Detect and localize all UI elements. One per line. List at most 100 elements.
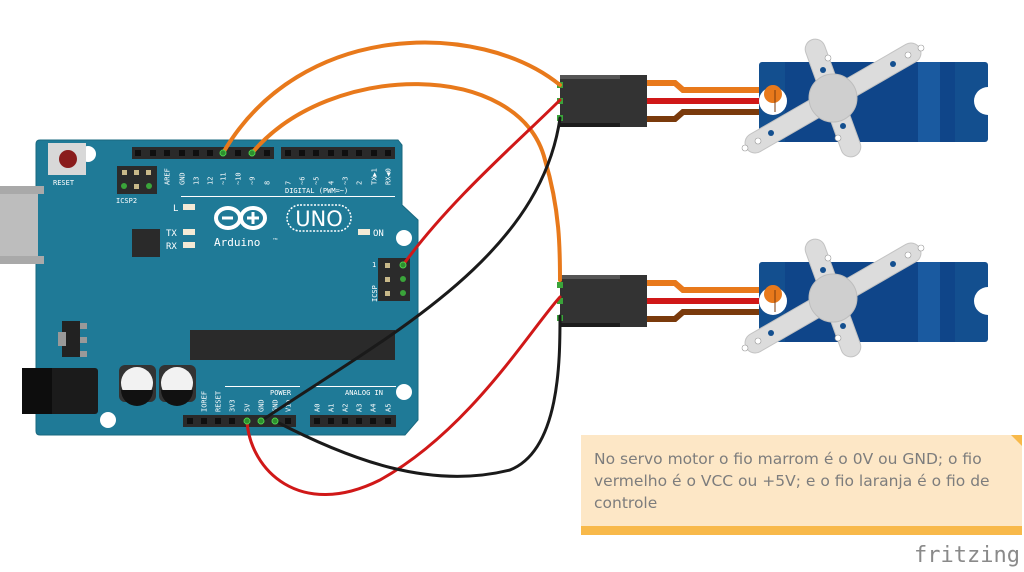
digital-pin-label: RX◀0 [385, 168, 393, 185]
header-pin[interactable] [385, 150, 391, 156]
analog-pin-label: A0 [314, 404, 322, 412]
servo-gnd-lead [647, 109, 775, 122]
header-pin[interactable] [164, 150, 170, 156]
wires [221, 40, 562, 497]
capacitor [119, 365, 156, 406]
fritzing-logo: fritzing [914, 543, 1020, 568]
header-pin[interactable] [264, 150, 270, 156]
note[interactable]: No servo motor o fio marrom é o 0V ou GN… [581, 435, 1022, 535]
arduino-uno-board[interactable]: RESET ICSP2 L TX RX ON UNO [0, 139, 419, 436]
analog-header [310, 415, 396, 427]
servo-horn[interactable] [741, 236, 925, 359]
vcc-wire-servo-2[interactable] [245, 295, 562, 497]
analog-pin-label: A3 [356, 404, 364, 412]
header-pin[interactable] [207, 150, 213, 156]
note-resize-bar[interactable] [581, 526, 1022, 535]
power-pin-label: GND [272, 399, 280, 412]
signal-wire-servo-1[interactable] [221, 40, 562, 155]
digital-pin-label: 4 [328, 181, 336, 185]
led-rx [183, 242, 195, 248]
digital-pin-label: ~11 [220, 172, 228, 185]
servo-horn[interactable] [741, 36, 925, 159]
header-pin[interactable] [135, 150, 141, 156]
analog-pin-label: A2 [342, 404, 350, 412]
digital-pin-label: 7 [285, 181, 293, 185]
mounting-hole [396, 384, 412, 400]
header-pin[interactable] [193, 150, 199, 156]
led-rx-label: RX [166, 242, 177, 252]
led-on [358, 229, 370, 235]
header-pin[interactable] [356, 418, 362, 424]
servo-motor-1[interactable] [557, 36, 1002, 159]
signal-wire-servo-2[interactable] [250, 82, 562, 282]
header-pin[interactable] [285, 150, 291, 156]
voltage-regulator [62, 321, 80, 357]
gnd-wire-servo-1[interactable] [259, 116, 562, 423]
note-text: No servo motor o fio marrom é o 0V ou GN… [594, 450, 990, 512]
header-pin[interactable] [285, 418, 291, 424]
logo-tm: TM [272, 237, 278, 241]
header-pin[interactable] [313, 150, 319, 156]
servo-signal-lead [647, 80, 775, 93]
led-tx [183, 229, 195, 235]
analog-pin-label: A1 [328, 404, 336, 412]
capacitor [159, 365, 196, 406]
digital-pin-label: ~5 [313, 177, 321, 185]
arduino-logo [214, 206, 267, 230]
reset-label: RESET [53, 179, 75, 187]
header-pin[interactable] [356, 150, 362, 156]
header-pin[interactable] [371, 150, 377, 156]
power-header [183, 415, 296, 427]
header-pin[interactable] [342, 418, 348, 424]
header-pin[interactable] [215, 418, 221, 424]
usb-connector [0, 192, 38, 256]
header-pin[interactable] [201, 418, 207, 424]
power-pin-label: 5V [244, 403, 252, 412]
power-pin-label: GND [258, 399, 266, 412]
mounting-hole [974, 87, 1002, 115]
header-pin[interactable] [187, 418, 193, 424]
servo-motor-2[interactable] [557, 236, 1002, 359]
power-pin-label: RESET [215, 390, 223, 412]
digital-pin-label: TX▶1 [371, 168, 379, 185]
vcc-wire-servo-1[interactable] [401, 98, 562, 267]
header-pin[interactable] [342, 150, 348, 156]
header-pin[interactable] [328, 150, 334, 156]
header-pin[interactable] [179, 150, 185, 156]
usb-chip [132, 229, 160, 257]
digital-pin-label: AREF [164, 168, 172, 185]
header-pin[interactable] [328, 418, 334, 424]
led-l [183, 204, 195, 210]
analog-pin-label: A4 [370, 404, 378, 412]
led-tx-label: TX [166, 229, 177, 239]
mounting-hole [396, 230, 412, 246]
header-pin[interactable] [299, 150, 305, 156]
header-pin[interactable] [235, 150, 241, 156]
digital-pin-label: ~10 [235, 172, 243, 185]
header-pin[interactable] [150, 150, 156, 156]
digital-pin-label: 12 [207, 177, 215, 185]
icsp-pin1-label: 1 [372, 261, 376, 269]
digital-pin-label: ~6 [299, 177, 307, 185]
header-pin[interactable] [385, 418, 391, 424]
header-pin[interactable] [229, 418, 235, 424]
logo-text: Arduino [214, 236, 260, 249]
power-pin-label: IOREF [201, 391, 209, 412]
servo-connector[interactable] [557, 75, 647, 127]
led-l-label: L [173, 204, 178, 214]
digital-pin-label: GND [179, 172, 187, 185]
header-pin[interactable] [370, 418, 376, 424]
icsp2-label: ICSP2 [116, 197, 137, 205]
digital-pin-label: 13 [193, 177, 201, 185]
servo-gnd-lead [647, 309, 775, 322]
gnd-wire-servo-2[interactable] [273, 314, 562, 478]
led-on-label: ON [373, 229, 384, 239]
analog-label: ANALOG IN [345, 389, 383, 397]
digital-header-b [281, 147, 395, 159]
uno-badge [286, 204, 352, 232]
header-pin[interactable] [314, 418, 320, 424]
digital-pin-label: ~9 [249, 177, 257, 185]
servo-connector[interactable] [557, 275, 647, 327]
digital-pin-label: 2 [356, 181, 364, 185]
